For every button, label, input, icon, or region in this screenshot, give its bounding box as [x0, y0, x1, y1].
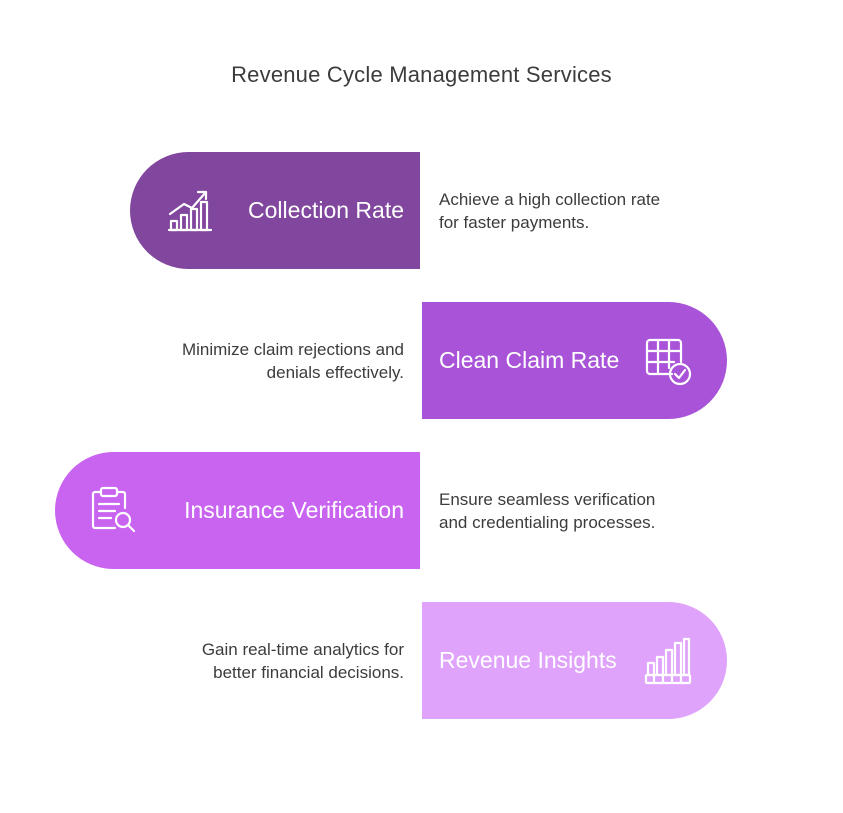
bar-chart-icon [644, 637, 692, 685]
collection-rate-description: Achieve a high collection rate for faste… [439, 190, 661, 232]
clean-claim-rate-description: Minimize claim rejections and denials ef… [181, 340, 404, 382]
grid-check-icon [644, 338, 692, 386]
clean-claim-rate-pill: Clean Claim Rate [422, 302, 727, 419]
insurance-verification-description: Ensure seamless verification and credent… [439, 490, 656, 532]
page-title: Revenue Cycle Management Services [231, 62, 612, 87]
clean-claim-rate-label: Clean Claim Rate [439, 347, 620, 373]
collection-rate-pill: Collection Rate [130, 152, 420, 269]
clipboard-search-icon [89, 486, 137, 534]
growth-chart-icon [166, 186, 214, 234]
revenue-insights-label: Revenue Insights [439, 647, 617, 673]
collection-rate-label: Collection Rate [248, 197, 404, 223]
insurance-verification-pill: Insurance Verification [55, 452, 420, 569]
insurance-verification-label: Insurance Verification [184, 497, 404, 523]
revenue-insights-description: Gain real-time analytics for better fina… [201, 640, 404, 682]
revenue-insights-pill: Revenue Insights [422, 602, 727, 719]
